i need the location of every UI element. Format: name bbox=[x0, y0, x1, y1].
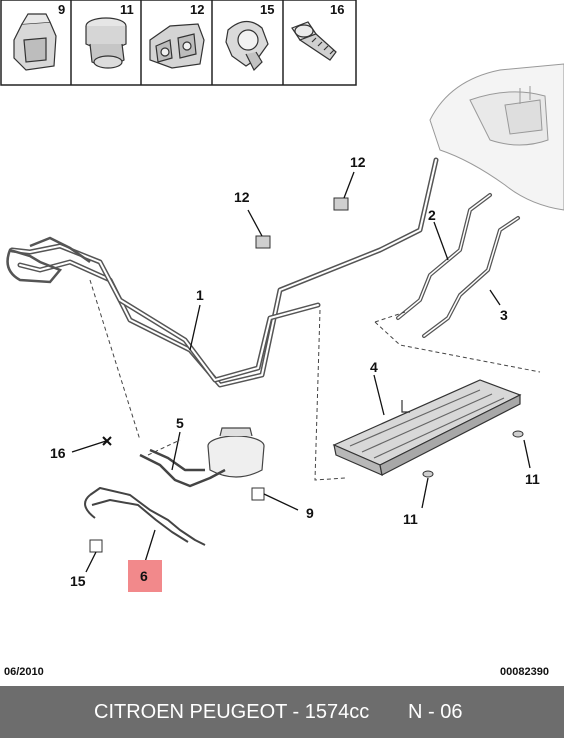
callout-2: 2 bbox=[428, 207, 436, 223]
callout-16: 16 bbox=[50, 445, 66, 461]
callout-6[interactable]: 6 bbox=[140, 568, 148, 584]
callout-3: 3 bbox=[500, 307, 508, 323]
marker-box-9 bbox=[251, 487, 265, 501]
leader-lines bbox=[71, 171, 531, 573]
callout-11-lower: 11 bbox=[403, 511, 418, 527]
callout-4: 4 bbox=[370, 359, 378, 375]
callout-1: 1 bbox=[196, 287, 204, 303]
thumbnail-number-16: 16 bbox=[330, 2, 344, 17]
thumbnail-part-15[interactable]: 15 bbox=[225, 2, 274, 72]
thumbnail-number-11: 11 bbox=[120, 2, 134, 17]
parts-diagram: 9 11 12 15 bbox=[0, 0, 564, 678]
grommet-11-lower bbox=[422, 470, 434, 478]
wiring-harness-6 bbox=[84, 487, 206, 546]
date-code: 06/2010 bbox=[4, 666, 44, 678]
thumbnail-number-9: 9 bbox=[58, 2, 65, 17]
thumbnail-number-15: 15 bbox=[260, 2, 274, 17]
callout-9: 9 bbox=[306, 505, 314, 521]
fuel-filter bbox=[207, 427, 265, 478]
thumbnail-part-11[interactable]: 11 bbox=[85, 2, 134, 69]
fuel-pipe-1 bbox=[17, 157, 439, 388]
clip-12-upper bbox=[333, 197, 349, 211]
callout-15: 15 bbox=[70, 573, 86, 589]
footer-title: CITROEN PEUGEOT - 1574cc bbox=[94, 700, 370, 723]
diagram-code: 00082390 bbox=[500, 666, 549, 678]
wiring-harness-5 bbox=[139, 448, 226, 488]
marker-box-15 bbox=[89, 539, 103, 553]
thumbnail-number-12: 12 bbox=[190, 2, 204, 17]
thumbnail-part-12[interactable]: 12 bbox=[149, 2, 205, 69]
canister-4 bbox=[332, 379, 522, 477]
dashed-guide-lines bbox=[89, 279, 541, 481]
clip-12-lower bbox=[255, 235, 271, 249]
thumbnail-part-9[interactable]: 9 bbox=[13, 2, 65, 71]
fuel-tank bbox=[429, 63, 564, 211]
footer-code: N - 06 bbox=[408, 700, 463, 723]
thumbnail-strip bbox=[0, 0, 357, 86]
highlight-part-6[interactable] bbox=[128, 560, 162, 592]
grommet-11-right bbox=[512, 430, 524, 438]
footer-bar: CITROEN PEUGEOT - 1574cc N - 06 bbox=[0, 686, 564, 738]
fuel-pipe-2 bbox=[396, 193, 492, 320]
thumbnail-part-16[interactable]: 16 bbox=[291, 2, 344, 61]
callout-11-right: 11 bbox=[525, 471, 540, 487]
cross-mark-16 bbox=[102, 436, 112, 446]
callout-12-upper: 12 bbox=[350, 154, 366, 170]
callout-5: 5 bbox=[176, 415, 184, 431]
fuel-pipe-1-left-loop bbox=[6, 236, 91, 284]
callout-12-lower: 12 bbox=[234, 189, 250, 205]
